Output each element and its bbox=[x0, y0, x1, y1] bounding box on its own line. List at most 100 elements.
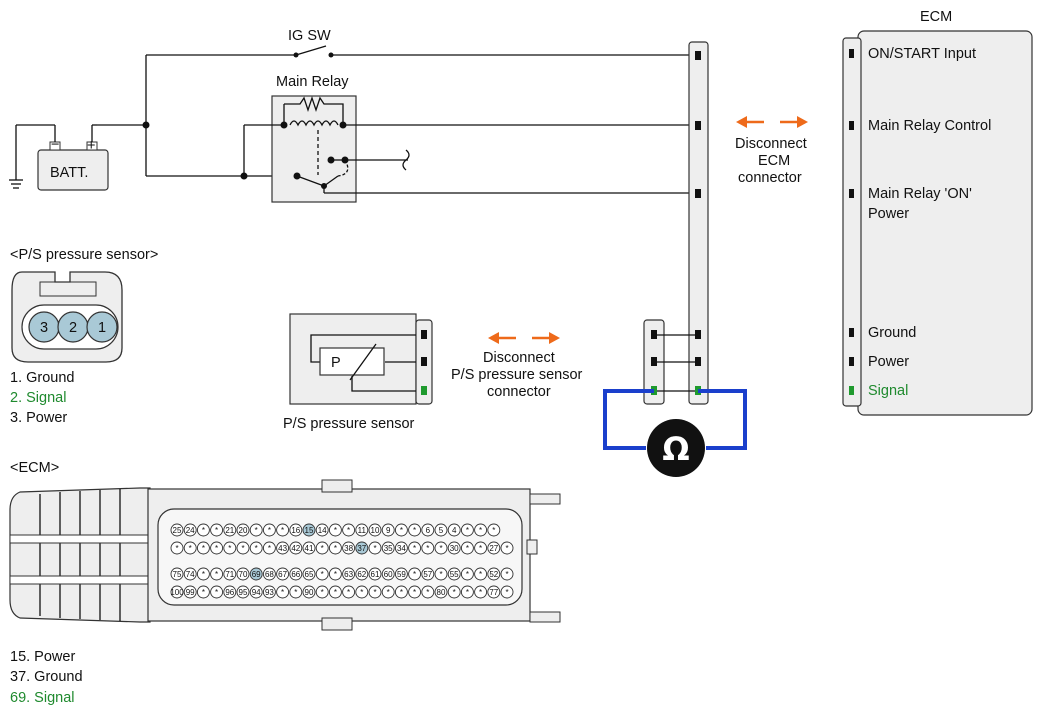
ecm-pin-blank bbox=[315, 567, 329, 581]
ecm-pin-number: * bbox=[373, 588, 376, 597]
ecm-pin-number: 4 bbox=[452, 526, 457, 535]
ecm-pin-number: 68 bbox=[265, 570, 274, 579]
ecm-pin-60 bbox=[381, 567, 395, 581]
ecm-pin-number: 9 bbox=[386, 526, 391, 535]
ecm-pin-number: * bbox=[268, 544, 271, 553]
ecm-pin-blank bbox=[328, 541, 342, 555]
ecm-pin-16 bbox=[289, 523, 303, 537]
ecm-pin-blank bbox=[210, 523, 224, 537]
ecm-pin-blank bbox=[289, 585, 303, 599]
ecm-pin-number: * bbox=[439, 544, 442, 553]
ecm-pin-71 bbox=[223, 567, 237, 581]
ecm-pin-number: * bbox=[479, 526, 482, 535]
ecm-pin-number: * bbox=[413, 544, 416, 553]
ecm-pin-number: * bbox=[228, 544, 231, 553]
ecm-pin-blank bbox=[355, 585, 369, 599]
ecm-pin-number: * bbox=[202, 544, 205, 553]
ecm-pin-blank bbox=[368, 585, 382, 599]
ecm-pin-blank bbox=[394, 523, 408, 537]
ecm-pin-number: 99 bbox=[186, 588, 195, 597]
ecm-legend-69: 69. Signal bbox=[10, 690, 75, 706]
ecm-pin-number: 60 bbox=[384, 570, 393, 579]
ecm-pin-number: 27 bbox=[489, 544, 498, 553]
ecm-pin-number: * bbox=[400, 588, 403, 597]
ecm-pin-number: * bbox=[321, 588, 324, 597]
ecm-pin-number: 96 bbox=[225, 588, 234, 597]
ecm-pin-number: * bbox=[360, 588, 363, 597]
ecm-legend-15: 15. Power bbox=[10, 649, 75, 665]
ecm-pin-blank bbox=[262, 541, 276, 555]
ecm-pin-number: * bbox=[255, 526, 258, 535]
ecm-pin-number: 62 bbox=[357, 570, 366, 579]
ecm-pin-43 bbox=[276, 541, 290, 555]
ecm-pin-67 bbox=[276, 567, 290, 581]
ecm-pin-blank bbox=[447, 585, 461, 599]
ecm-pin-blank bbox=[276, 523, 290, 537]
ecm-pin-number: * bbox=[334, 570, 337, 579]
ecm-pin-number: * bbox=[334, 588, 337, 597]
ecm-pin-main-relay-on: Main Relay 'ON' bbox=[868, 186, 972, 202]
ps-sensor-caption: P/S pressure sensor bbox=[283, 416, 415, 432]
ecm-pin-number: 10 bbox=[371, 526, 380, 535]
ecm-pin-number: 65 bbox=[305, 570, 314, 579]
ecm-pin-20 bbox=[236, 523, 250, 537]
ecm-pin-number: 100 bbox=[170, 588, 184, 597]
ecm-pin-number: 93 bbox=[265, 588, 274, 597]
disconnect-ecm-arrows bbox=[736, 116, 808, 128]
ecm-pin-number: 11 bbox=[358, 526, 367, 535]
ecm-connector-title: <ECM> bbox=[10, 460, 59, 476]
ecm-pin-38 bbox=[342, 541, 356, 555]
ecm-pin-number: 15 bbox=[305, 526, 314, 535]
ecm-pin-77 bbox=[487, 585, 501, 599]
ps-pin-2: 2 bbox=[69, 320, 77, 336]
ecm-pin-number: * bbox=[413, 526, 416, 535]
ground-symbol bbox=[9, 179, 23, 189]
ecm-pin-number: 38 bbox=[344, 544, 353, 553]
ecm-pin-number: 94 bbox=[252, 588, 261, 597]
ecm-pin-blank bbox=[196, 541, 210, 555]
ecm-pin-number: * bbox=[321, 570, 324, 579]
ecm-pin-blank bbox=[328, 567, 342, 581]
ecm-pin-96 bbox=[223, 585, 237, 599]
ecm-pin-number: 52 bbox=[489, 570, 498, 579]
ecm-pin-95 bbox=[236, 585, 250, 599]
disconnect-ps-line3: connector bbox=[487, 384, 551, 400]
battery-minus: − bbox=[51, 137, 59, 153]
ecm-pin-ground: Ground bbox=[868, 325, 916, 341]
sensor-p-label: P bbox=[331, 355, 341, 371]
ecm-pin-number: * bbox=[215, 526, 218, 535]
ecm-pin-blank bbox=[434, 567, 448, 581]
ecm-pin-blank bbox=[408, 523, 422, 537]
ecm-pin-63 bbox=[342, 567, 356, 581]
ecm-pin-number: 63 bbox=[344, 570, 353, 579]
ps-legend-3: 3. Power bbox=[10, 410, 67, 426]
ps-connector-title: <P/S pressure sensor> bbox=[10, 247, 158, 263]
ecm-pin-number: 25 bbox=[173, 526, 182, 535]
ecm-pin-blank bbox=[249, 541, 263, 555]
ecm-pin-number: * bbox=[241, 544, 244, 553]
ecm-pin-number: * bbox=[413, 588, 416, 597]
ecm-pin-blank bbox=[315, 541, 329, 555]
ecm-pin-blank bbox=[421, 541, 435, 555]
ecm-pin-blank bbox=[328, 523, 342, 537]
ecm-pin-21 bbox=[223, 523, 237, 537]
ecm-pin-number: * bbox=[479, 588, 482, 597]
power-circuit: IG SW − + BATT. Main bbox=[9, 28, 697, 203]
ecm-pin-blank bbox=[196, 585, 210, 599]
ecm-pin-number: * bbox=[202, 526, 205, 535]
battery-plus: + bbox=[87, 138, 95, 154]
ecm-pin-blank bbox=[474, 541, 488, 555]
ecm-pin-blank bbox=[342, 585, 356, 599]
ecm-pin-number: * bbox=[268, 526, 271, 535]
ecm-pin-61 bbox=[368, 567, 382, 581]
ecm-pin-90 bbox=[302, 585, 316, 599]
ecm-pin-blank bbox=[328, 585, 342, 599]
battery-label: BATT. bbox=[50, 165, 88, 181]
ecm-pin-blank bbox=[421, 585, 435, 599]
ecm-pin-number: 43 bbox=[278, 544, 287, 553]
ecm-pin-blank bbox=[276, 585, 290, 599]
ecm-pin-number: * bbox=[505, 588, 508, 597]
ecm-pin-41 bbox=[302, 541, 316, 555]
